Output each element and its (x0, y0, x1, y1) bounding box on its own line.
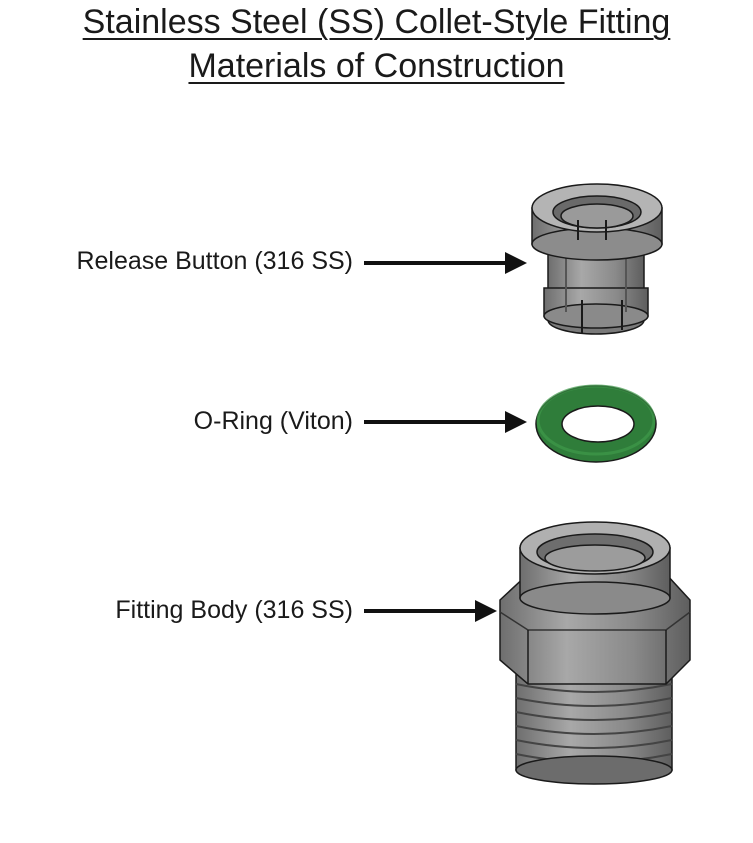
diagram-title-line-2: Materials of Construction (188, 47, 565, 85)
release-button-icon (531, 183, 663, 335)
fitting-body-label: Fitting Body (316 SS) (115, 596, 353, 624)
o-ring-label: O-Ring (Viton) (193, 407, 353, 435)
o-ring-arrow (364, 411, 527, 433)
o-ring-icon (535, 384, 657, 463)
fitting-body-arrow (364, 600, 497, 622)
diagram-title-line-1: Stainless Steel (SS) Collet-Style Fittin… (82, 3, 671, 41)
release-button-label: Release Button (316 SS) (76, 247, 353, 275)
fitting-body-icon (499, 521, 691, 785)
release-button-arrow (364, 252, 527, 274)
